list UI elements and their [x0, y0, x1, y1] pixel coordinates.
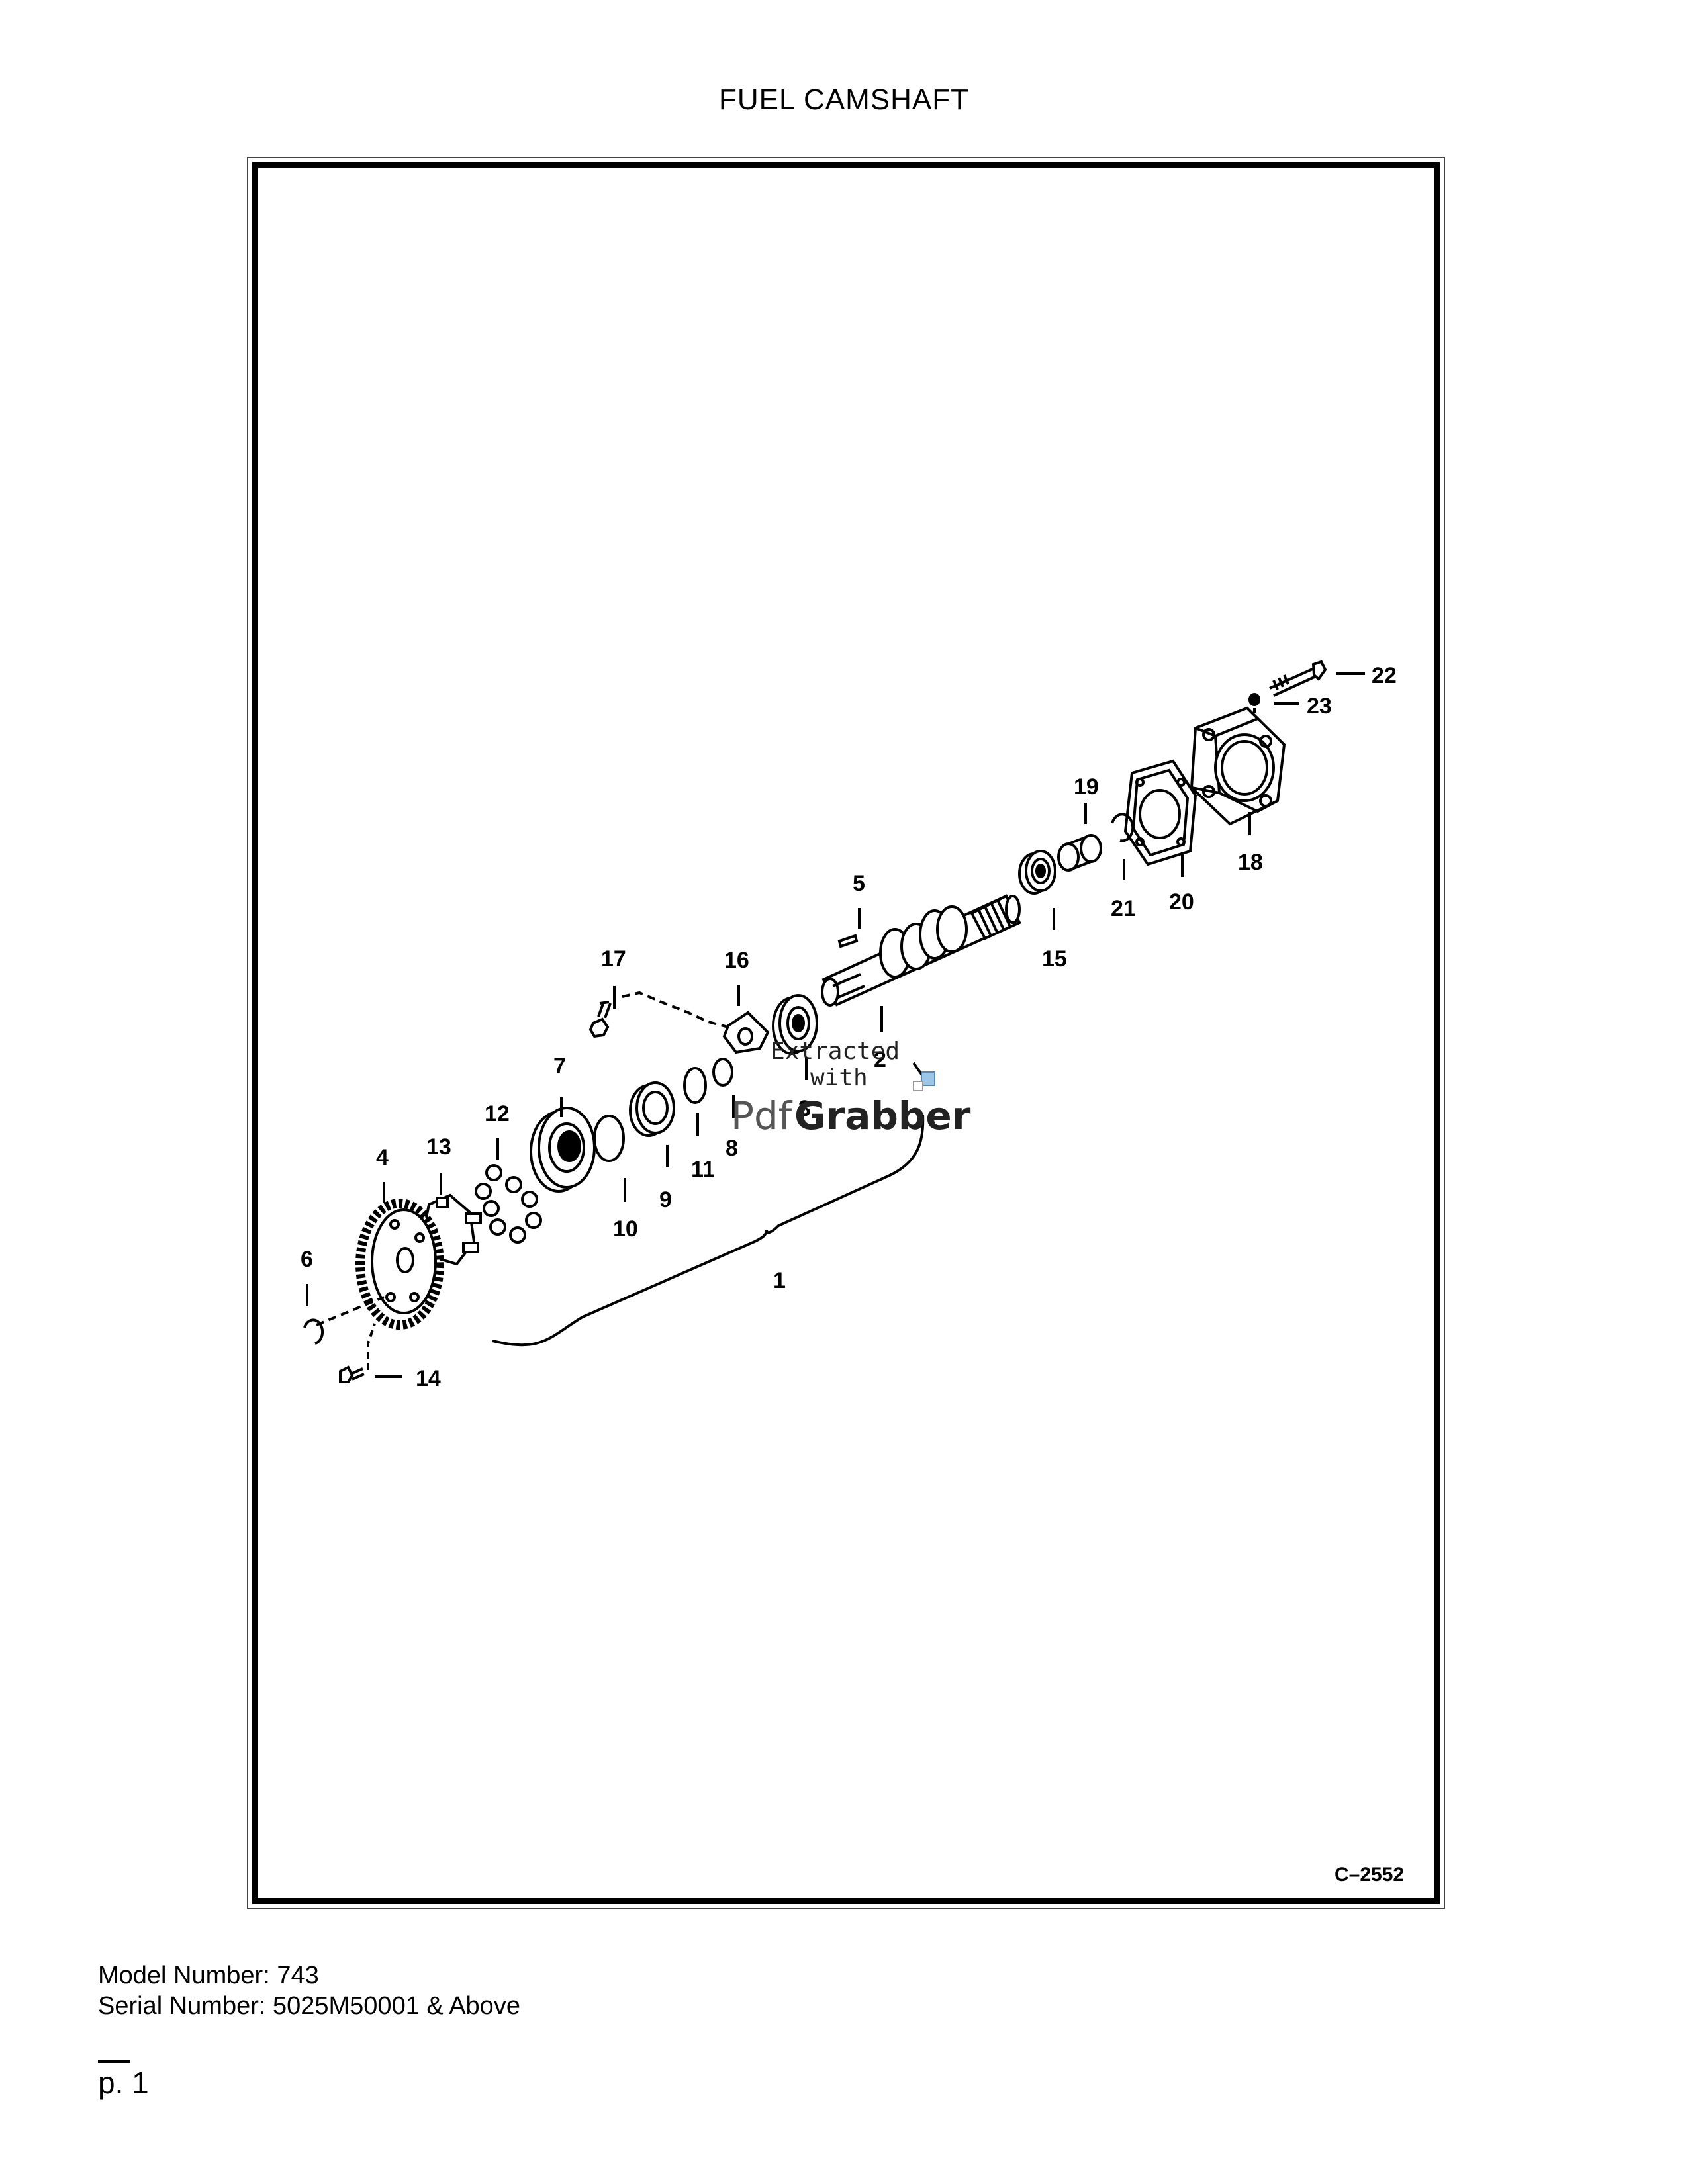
collar-part-19: [1057, 834, 1102, 872]
callout-8: 8: [726, 1136, 738, 1161]
gear-part-4: [355, 1199, 444, 1330]
callout-7: 7: [553, 1054, 566, 1079]
callout-9: 9: [659, 1187, 672, 1212]
o-ring-part-8: [712, 1058, 733, 1087]
callout-15: 15: [1042, 946, 1067, 972]
steel-balls-part-12: [475, 1164, 542, 1244]
watermark-logo-icon: [921, 1071, 935, 1086]
watermark-brand-part-1: Pdf: [731, 1093, 793, 1138]
watermark-brand-part-2: Grabber: [794, 1093, 971, 1138]
callout-23: 23: [1307, 694, 1332, 719]
bearing-part-3: [772, 994, 818, 1055]
gasket-part-20: [1123, 759, 1197, 866]
drawing-code: C–2552: [1335, 1864, 1404, 1886]
key-part-5: [837, 934, 859, 948]
watermark: Extracted with Pdf Grabber: [731, 1038, 971, 1138]
callout-1: 1: [773, 1268, 786, 1293]
callout-19: 19: [1074, 774, 1099, 799]
snap-ring-part-21: [1111, 813, 1135, 842]
figure-frame-outer: [247, 157, 1445, 1909]
watermark-line-1: Extracted: [771, 1038, 900, 1065]
bolt-part-17: [588, 1001, 612, 1038]
pump-housing-part-18: [1190, 706, 1286, 826]
ring-part-10: [593, 1115, 625, 1162]
callout-16: 16: [724, 948, 749, 973]
callout-13: 13: [426, 1134, 451, 1160]
callout-11: 11: [691, 1157, 715, 1182]
bearing-part-15: [1018, 850, 1056, 895]
callout-10: 10: [613, 1216, 638, 1242]
bolt-part-22: [1269, 660, 1327, 697]
callout-17: 17: [601, 946, 626, 972]
bolt-part-14: [339, 1365, 365, 1383]
callout-numbers: 22 23 19 18 20 21 15 5 17 16 2 3 7 12 8 …: [301, 663, 1397, 1391]
page-title: FUEL CAMSHAFT: [718, 83, 970, 116]
page-number: p. 1: [98, 2066, 149, 2100]
serial-number: Serial Number: 5025M50001 & Above: [98, 1992, 520, 2020]
watermark-logo-icon-back: [913, 1081, 923, 1091]
snap-ring-part-11: [683, 1067, 707, 1104]
callout-12: 12: [485, 1101, 510, 1126]
callout-5: 5: [853, 871, 865, 896]
washer-part-23: [1248, 693, 1260, 706]
page-separator: [98, 2060, 130, 2063]
camshaft-part-2: [821, 894, 1021, 1007]
callout-14: 14: [416, 1366, 441, 1391]
callout-22: 22: [1372, 663, 1397, 688]
callout-2: 2: [874, 1047, 886, 1072]
callout-20: 20: [1169, 889, 1194, 915]
watermark-line-2: with: [810, 1064, 868, 1091]
weight-carrier-part-7: [530, 1107, 596, 1193]
thrust-plate-part-16: [722, 1011, 770, 1054]
callout-4: 4: [376, 1145, 389, 1170]
assembly-brace-part-1: [492, 1114, 925, 1347]
callout-6: 6: [301, 1247, 313, 1272]
model-number: Model Number: 743: [98, 1962, 319, 1989]
callout-21: 21: [1111, 896, 1136, 921]
callout-18: 18: [1238, 850, 1263, 875]
callout-3: 3: [798, 1096, 811, 1121]
bearing-part-9: [629, 1081, 675, 1137]
figure-frame: [252, 162, 1440, 1904]
